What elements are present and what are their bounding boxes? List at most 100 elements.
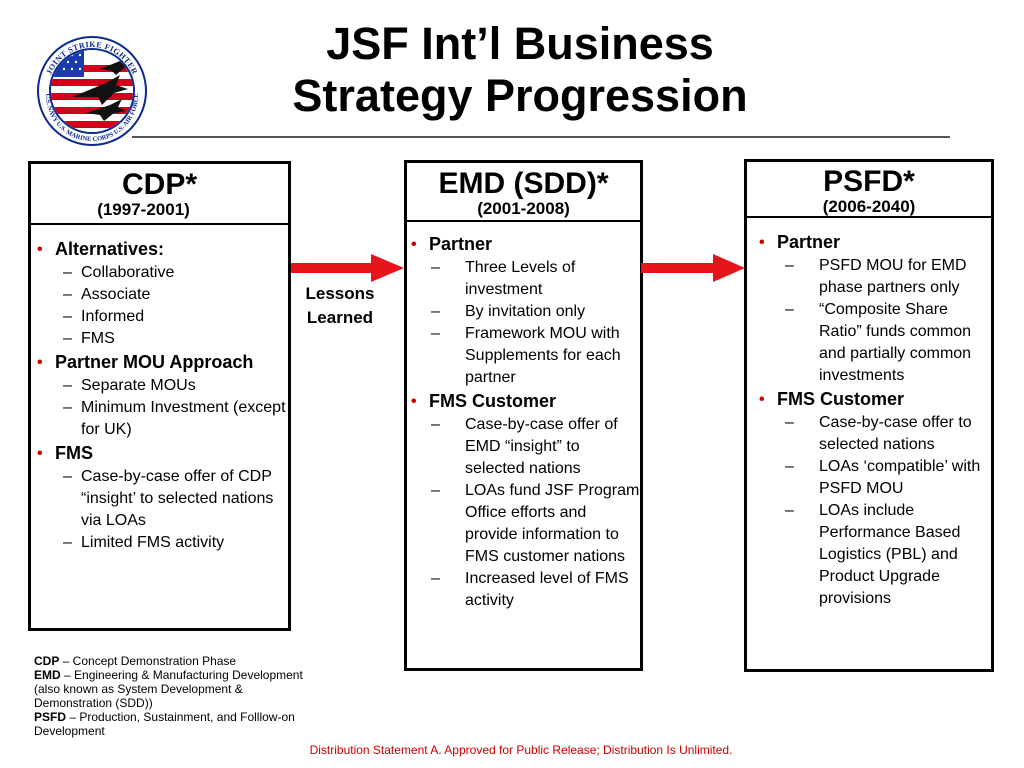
sub-bullet-dash-icon: – [785,414,794,431]
footnote-text: – Production, Sustainment, and Folllow-o… [34,710,295,738]
bullet-dot-icon: • [37,354,43,371]
acronym-footnotes: CDP – Concept Demonstration Phase EMD – … [34,654,314,738]
emd-phase-name: EMD (SDD)* [438,167,609,200]
title-divider [132,136,950,138]
footnote-emd: EMD – Engineering & Manufacturing Develo… [34,668,314,710]
sub-bullet-dash-icon: – [785,458,794,475]
sub-bullet-item: –Minimum Investment (except for UK) [35,397,288,441]
sub-bullet-dash-icon: – [785,301,794,318]
sub-bullet-text: LOAs ‘compatible’ with PSFD MOU [819,458,981,497]
sub-bullet-text: PSFD MOU for EMD phase partners only [819,257,967,296]
footnote-cdp: CDP – Concept Demonstration Phase [34,654,314,668]
sub-bullet-item: – LOAs ‘compatible’ with PSFD MOU [757,456,991,500]
emd-phase-box: EMD (SDD)* (2001-2008) •Partner – Three Le… [404,160,643,671]
sub-bullet-dash-icon: – [431,416,440,433]
bullet-dot-icon: • [759,391,765,408]
sub-bullet-dash-icon: – [63,377,72,394]
bullet-item: •Partner [757,230,991,255]
sub-bullet-text: Case-by-case offer to selected nations [819,414,972,453]
sub-bullet-dash-icon: – [431,570,440,587]
sub-bullet-text: Case-by-case offer of EMD “insight” to s… [465,416,618,477]
jsf-program-logo: JOINT STRIKE FIGHTER U.S. NAVY U.S. MARI… [36,35,148,147]
sub-bullet-text: By invitation only [465,303,586,320]
cdp-phase-box: CDP* (1997-2001) •Alternatives:–Collabor… [28,161,291,631]
lessons-learned-label: Lessons Learned [290,282,390,330]
slide-title: JSF Int’l Business Strategy Progression [200,18,840,122]
bullet-item: • Partner MOU Approach [35,350,288,375]
progression-arrow-2 [641,252,747,284]
footnote-text: – Concept Demonstration Phase [59,654,237,668]
sub-bullet-dash-icon: – [63,308,72,325]
title-line-1: JSF Int’l Business [326,18,714,69]
footnote-term: PSFD [34,710,67,724]
footnote-text: – Engineering & Manufacturing Developmen… [34,668,303,710]
sub-bullet-dash-icon: – [431,325,440,342]
sub-bullet-text: Minimum Investment (except for UK) [81,399,286,438]
sub-bullet-dash-icon: – [431,259,440,276]
bullet-label: Partner MOU Approach [55,352,254,372]
distribution-statement: Distribution Statement A. Approved for P… [309,743,733,757]
sub-bullet-dash-icon: – [431,482,440,499]
psfd-phase-years: (2006-2040) [822,197,916,216]
sub-bullet-item: –PSFD MOU for EMD phase partners only [757,255,991,299]
bullet-label: Alternatives: [55,239,165,259]
sub-bullet-dash-icon: – [63,264,72,281]
progression-arrow-1 [291,252,406,284]
cdp-box-header: CDP* (1997-2001) [31,164,288,225]
sub-bullet-text: Case-by-case offer of CDP “insight’ to s… [81,468,274,529]
sub-bullet-dash-icon: – [785,502,794,519]
sub-bullet-text: FMS [81,330,115,347]
footnote-psfd: PSFD – Production, Sustainment, and Foll… [34,710,314,738]
sub-bullet-text: Framework MOU with Supplements for each … [465,325,621,386]
cdp-phase-name: CDP* [121,168,197,201]
footnote-term: EMD [34,668,61,682]
sub-bullet-item: – Three Levels of investment [409,257,640,301]
sub-bullet-dash-icon: – [63,286,72,303]
bullet-label: FMS Customer [777,389,905,409]
sub-bullet-text: Three Levels of investment [465,259,576,298]
bullet-dot-icon: • [411,236,417,253]
bullet-dot-icon: • [37,445,43,462]
sub-bullet-text: LOAs include Performance Based Logistics… [819,502,961,607]
bullet-item: • FMS [35,441,288,466]
sub-bullet-dash-icon: – [63,399,72,416]
bullet-label: FMS Customer [429,391,557,411]
arrow-1-head [371,254,404,282]
sub-bullet-text: Collaborative [81,264,175,281]
sub-bullet-text: LOAs fund JSF Program Office efforts and… [465,482,640,565]
arrow-1-shaft [291,263,373,273]
sub-bullet-item: –Separate MOUs [35,375,288,397]
bullet-item: • FMS Customer [757,387,991,412]
sub-bullet-item: – Framework MOU with Supplements for each… [409,323,640,389]
emd-box-header: EMD (SDD)* (2001-2008) [407,163,640,222]
sub-bullet-item: – By invitation only [409,301,640,323]
bullet-dot-icon: • [411,393,417,410]
sub-bullet-dash-icon: – [63,330,72,347]
cdp-phase-years: (1997-2001) [97,200,190,219]
sub-bullet-item: –Associate [35,284,288,306]
sub-bullet-item: –“Composite Share Ratio” funds common an… [757,299,991,387]
title-line-2: Strategy Progression [292,70,748,121]
sub-bullet-item: –Collaborative [35,262,288,284]
psfd-phase-name: PSFD* [823,165,915,198]
bullet-item: • FMS Customer [409,389,640,414]
bullet-label: Partner [777,232,841,252]
footnote-term: CDP [34,654,60,668]
bullet-item: •Alternatives: [35,237,288,262]
sub-bullet-item: – LOAs include Performance Based Logistic… [757,500,991,610]
sub-bullet-text: Separate MOUs [81,377,196,394]
arrow-2-shaft [641,263,715,273]
cdp-box-body: •Alternatives:–Collaborative–Associate–I… [31,225,288,554]
sub-bullet-dash-icon: – [63,534,72,551]
sub-bullet-text: Associate [81,286,151,303]
bullet-item: •Partner [409,232,640,257]
sub-bullet-dash-icon: – [431,303,440,320]
sub-bullet-item: –Informed [35,306,288,328]
emd-phase-years: (2001-2008) [477,199,570,218]
bullet-label: FMS [55,443,93,463]
sub-bullet-item: –Case-by-case offer of CDP “insight’ to … [35,466,288,532]
psfd-box-body: •Partner–PSFD MOU for EMD phase partners… [747,218,991,610]
psfd-box-header: PSFD* (2006-2040) [747,162,991,218]
sub-bullet-text: Increased level of FMS activity [465,570,629,609]
sub-bullet-item: – Case-by-case offer of EMD “insight” to … [409,414,640,480]
